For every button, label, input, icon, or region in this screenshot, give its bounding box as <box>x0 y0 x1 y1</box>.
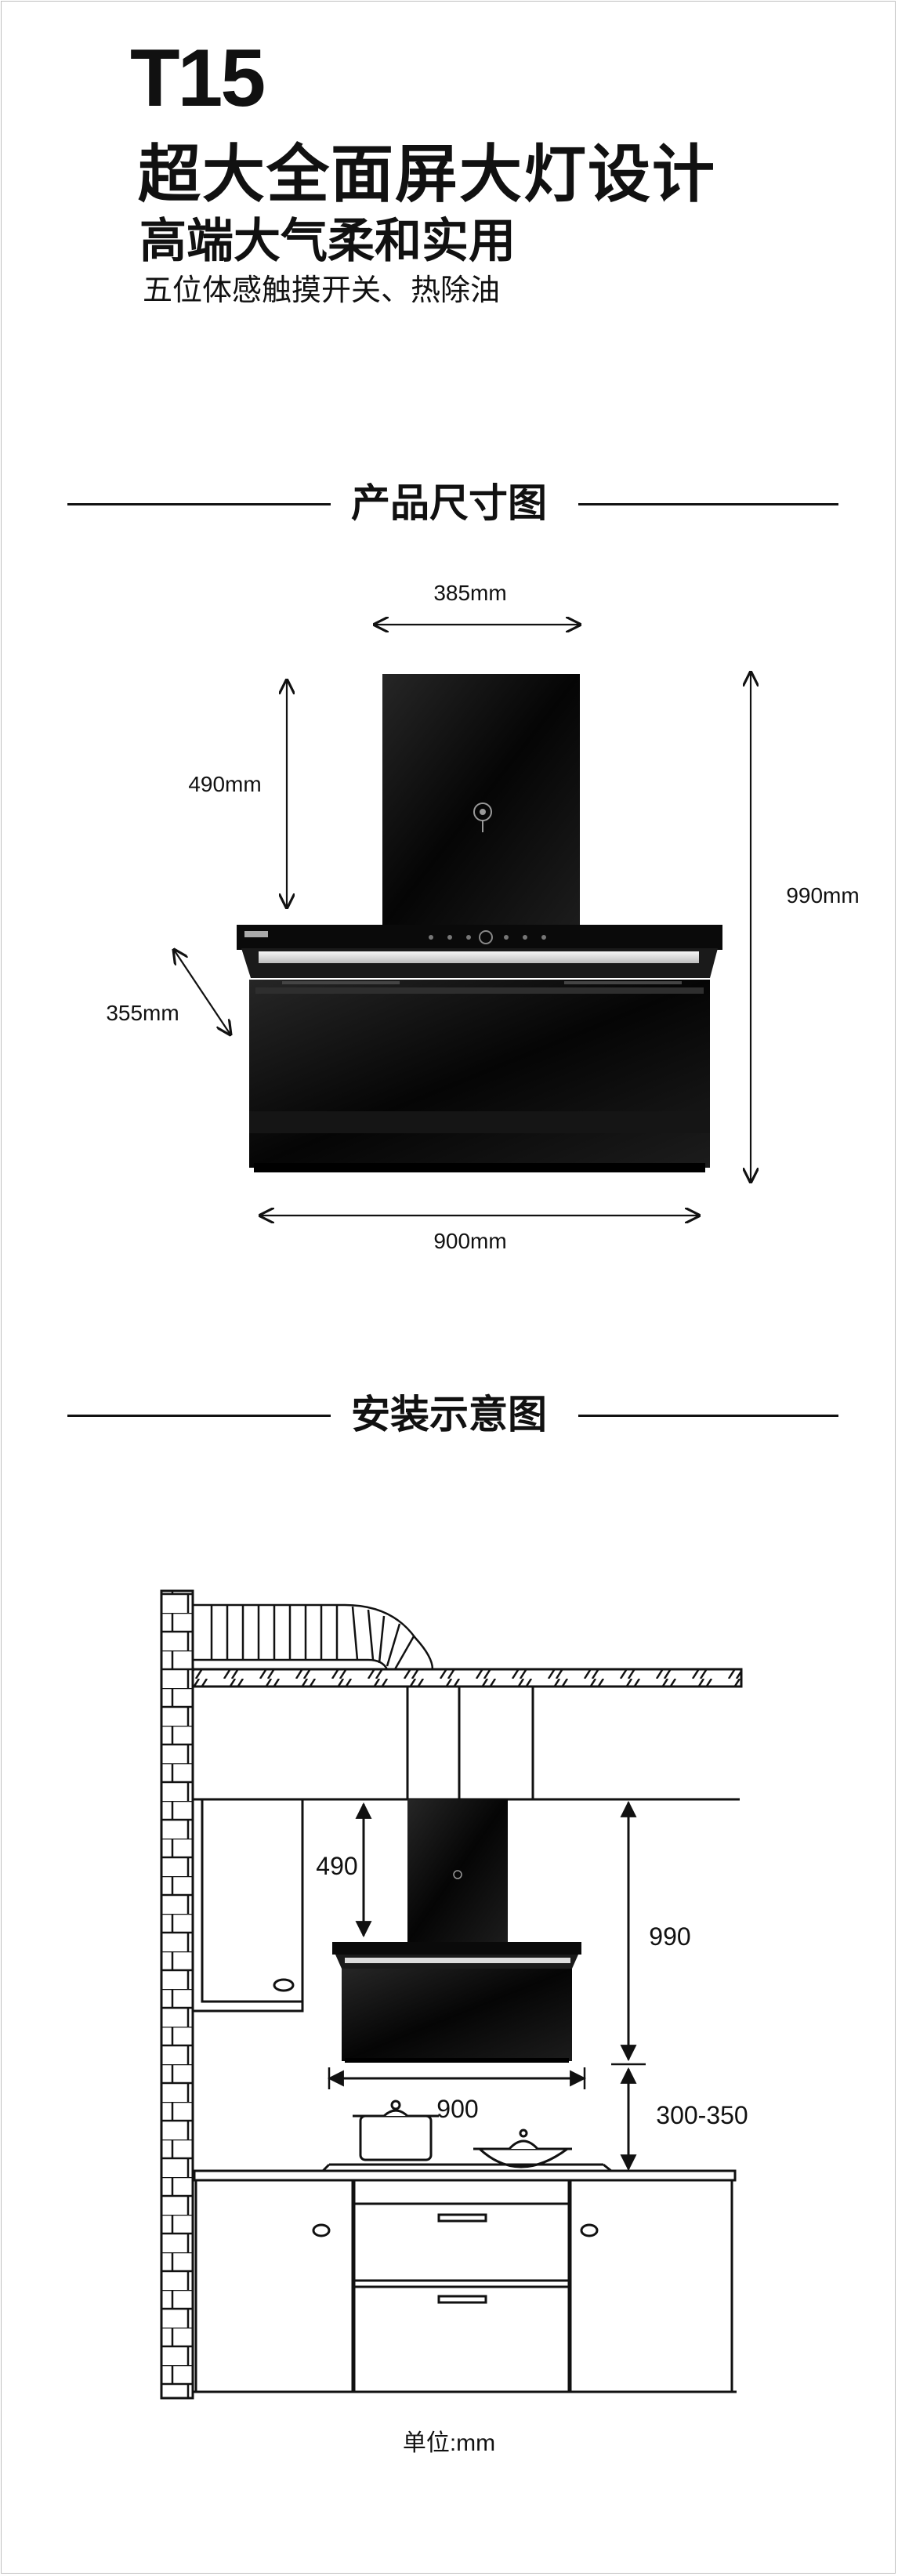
grille-vents <box>282 981 682 984</box>
stove-gap-label: 300-350 <box>656 2101 748 2129</box>
chimney-cover-box <box>406 1685 534 1801</box>
installation-diagram: 490 990 900 300-350 <box>160 1589 748 2400</box>
depth-arrow <box>174 950 230 1034</box>
title-rule-right <box>578 503 838 505</box>
installed-range-hood <box>332 1799 581 2063</box>
exhaust-duct <box>193 1603 434 1670</box>
brand-logo-icon <box>473 803 492 832</box>
wall-cabinet <box>191 1798 304 2013</box>
headline: 超大全面屏大灯设计 <box>138 139 716 209</box>
brick-wall <box>160 1589 194 2400</box>
title-rule-left <box>67 1415 331 1417</box>
base-cabinets <box>193 2179 737 2393</box>
touch-control-panel <box>244 930 546 944</box>
product-dimension-drawing: 385mm 490mm 990mm 355mm 900mm <box>106 581 859 1253</box>
cooking-pot-icon <box>353 2100 439 2161</box>
title-rule-left <box>67 503 331 505</box>
install-section-header: 安装示意图 <box>0 1391 898 1438</box>
countertop <box>193 2163 737 2182</box>
install-section-title: 安装示意图 <box>351 1393 547 1437</box>
width-label: 900 <box>436 2095 478 2123</box>
width-label: 900mm <box>433 1229 506 1253</box>
hood-chimney <box>382 674 580 926</box>
wok-pan-icon <box>473 2129 572 2168</box>
depth-label: 355mm <box>106 1001 179 1025</box>
subheadline: 高端大气柔和实用 <box>139 215 516 267</box>
feature-text: 五位体感触摸开关、热除油 <box>143 274 501 307</box>
chimney-height-label: 490 <box>316 1852 357 1880</box>
model-number: T15 <box>130 33 266 124</box>
hood-body <box>237 925 722 1172</box>
unit-label: 单位:mm <box>402 2430 496 2456</box>
total-height-label: 990 <box>649 1922 690 1951</box>
ceiling-slab <box>191 1668 743 1688</box>
chimney-height-label: 490mm <box>188 772 261 796</box>
chimney-width-label: 385mm <box>433 581 506 605</box>
dimensions-section-title: 产品尺寸图 <box>351 481 547 525</box>
dimensions-section-header: 产品尺寸图 <box>0 480 898 527</box>
total-height-label: 990mm <box>786 883 859 908</box>
title-rule-right <box>578 1415 838 1417</box>
